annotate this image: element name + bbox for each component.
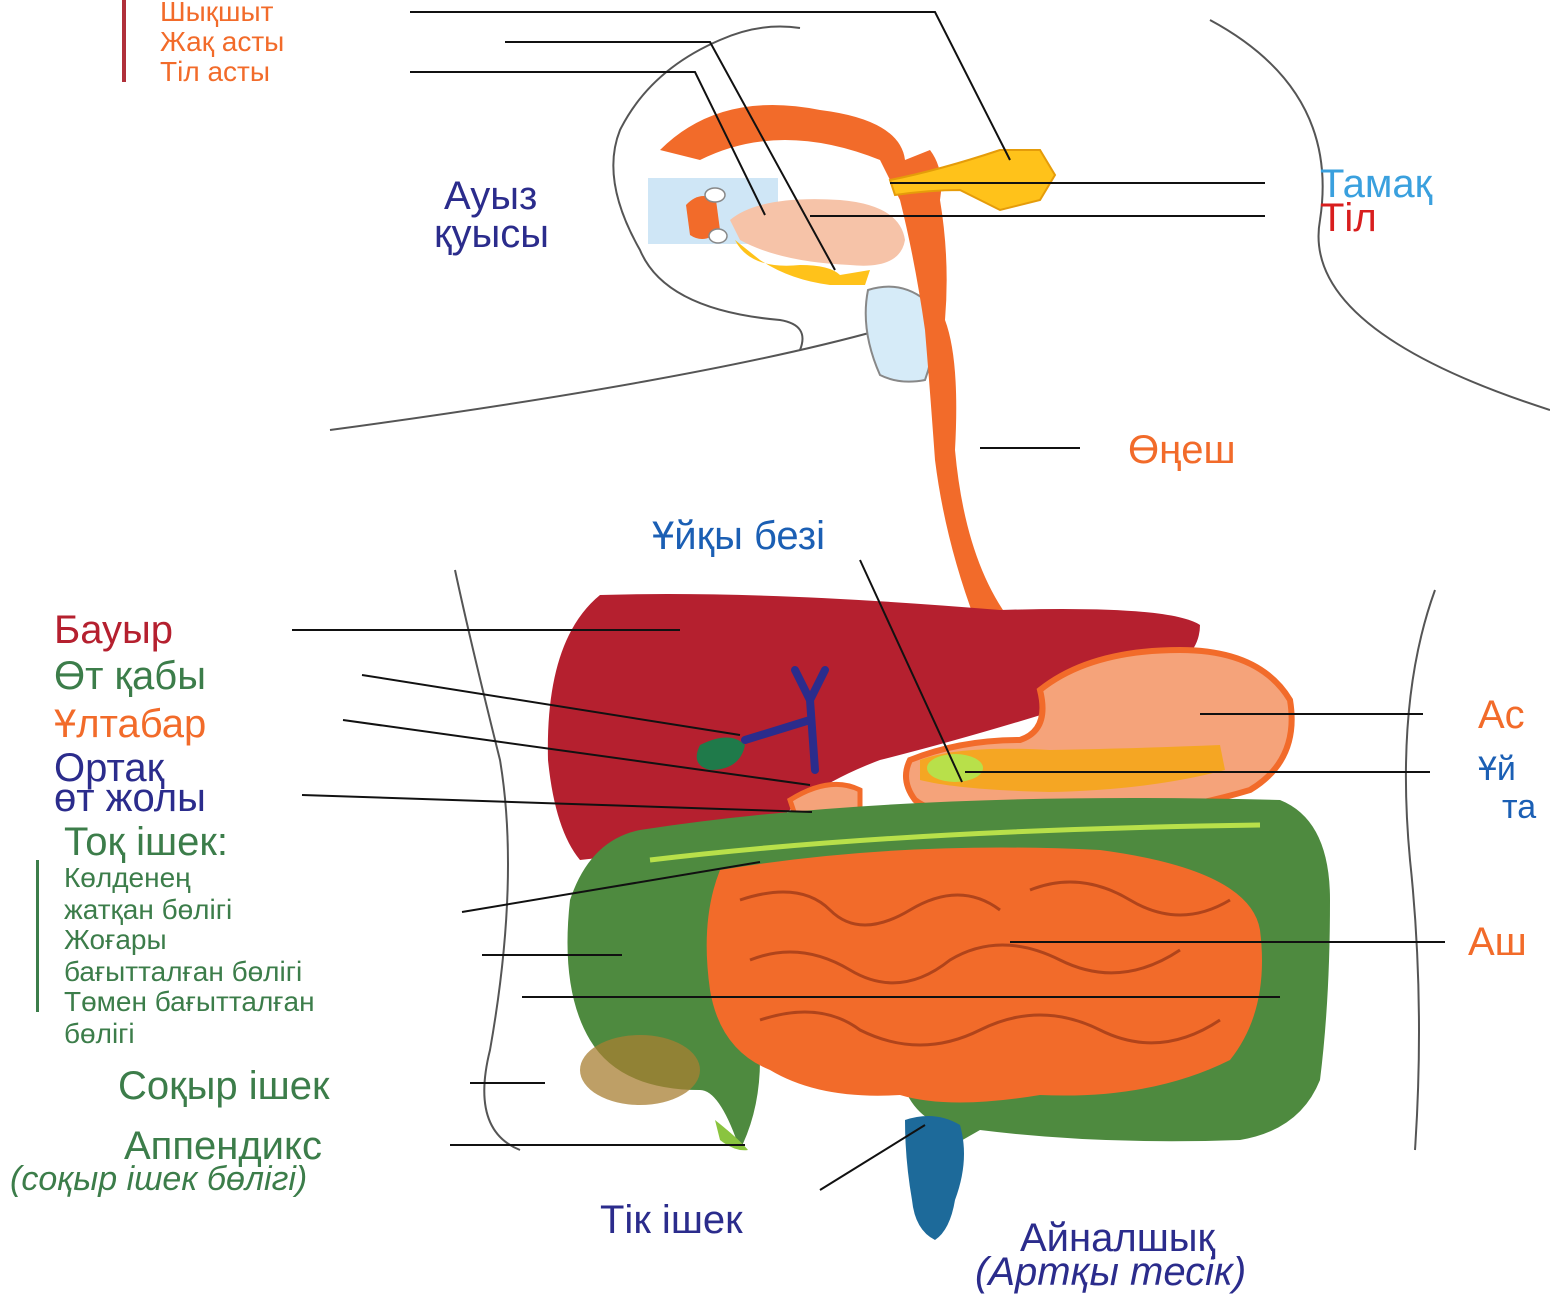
label-sublingual: Тіл асты bbox=[160, 58, 270, 86]
label-appendix-note: (соқыр ішек бөлігі) bbox=[10, 1162, 307, 1196]
label-stomach-partial: Ас bbox=[1478, 695, 1525, 735]
label-liver: Бауыр bbox=[54, 610, 173, 650]
label-mouth-line2: қуысы bbox=[434, 214, 549, 254]
label-parotid: Шықшыт bbox=[160, 0, 273, 26]
label-pancreatic-duct-partial-2: та bbox=[1502, 790, 1536, 824]
colon-parts-bracket bbox=[36, 860, 39, 1012]
cecum-shape bbox=[580, 1035, 700, 1105]
rectum-shape bbox=[905, 1116, 964, 1240]
label-submandibular: Жақ асты bbox=[160, 28, 284, 56]
label-duodenum: Ұлтабар bbox=[54, 704, 206, 744]
tongue-shape bbox=[730, 199, 905, 266]
label-colon-descending-2: бөлігі bbox=[64, 1020, 135, 1048]
lower-teeth-shape bbox=[709, 229, 727, 243]
small-intestine-shape bbox=[707, 848, 1262, 1103]
label-esophagus: Өңеш bbox=[1128, 430, 1236, 470]
label-colon-ascending-1: Жоғары bbox=[64, 926, 167, 954]
label-colon-title: Тоқ ішек: bbox=[64, 822, 228, 862]
label-gallbladder: Өт қабы bbox=[54, 656, 206, 696]
label-colon-transverse-2: жатқан бөлігі bbox=[64, 896, 232, 924]
label-colon-transverse-1: Көлденең bbox=[64, 864, 191, 892]
label-colon-descending-1: Төмен бағытталған bbox=[64, 988, 315, 1016]
label-rectum: Тік ішек bbox=[600, 1200, 743, 1240]
label-pancreas: Ұйқы безі bbox=[652, 516, 825, 556]
label-cecum: Соқыр ішек bbox=[118, 1066, 329, 1106]
salivary-glands-bracket bbox=[122, 0, 126, 82]
label-colon-ascending-2: бағытталған бөлігі bbox=[64, 958, 302, 986]
label-tongue: Тіл bbox=[1320, 198, 1377, 238]
label-small-intestine-partial: Аш bbox=[1468, 922, 1527, 962]
label-mouth-line1: Ауыз bbox=[444, 176, 537, 216]
label-pancreatic-duct-partial-1: Ұй bbox=[1478, 752, 1516, 786]
label-bile-duct-line2: өт жолы bbox=[54, 778, 206, 818]
label-anus-note: (Артқы тесік) bbox=[975, 1252, 1246, 1292]
upper-teeth-shape bbox=[705, 188, 725, 202]
